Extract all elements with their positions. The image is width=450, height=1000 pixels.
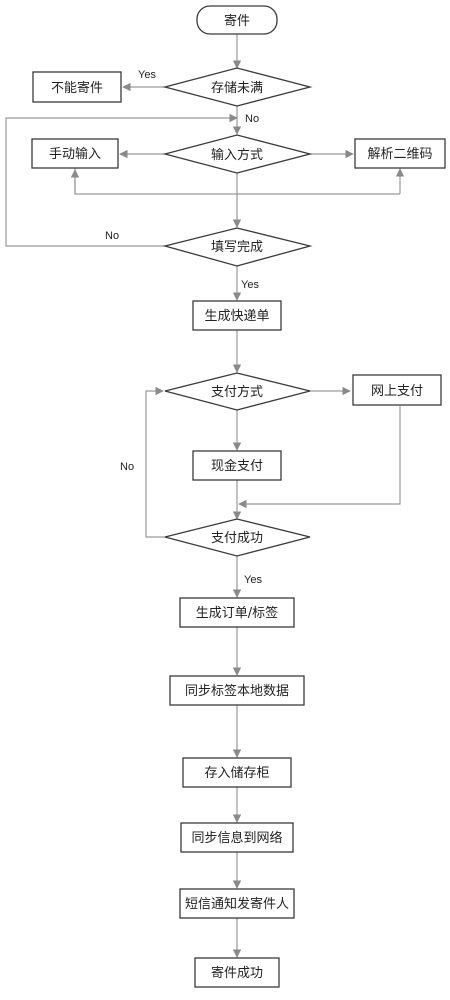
node-store-cabinet: 存入储存柜 bbox=[182, 757, 292, 788]
parse-qr-label: 解析二维码 bbox=[367, 147, 432, 162]
node-send-success: 寄件成功 bbox=[194, 957, 280, 988]
store-cabinet-label: 存入储存柜 bbox=[204, 766, 269, 781]
label-pay-yes: Yes bbox=[244, 574, 262, 586]
cannot-send-label: 不能寄件 bbox=[51, 80, 103, 96]
node-pay-method: 支付方式 bbox=[164, 372, 311, 411]
send-success-label: 寄件成功 bbox=[211, 965, 263, 981]
node-input-method: 输入方式 bbox=[162, 134, 313, 174]
node-storage-check: 存储未满 bbox=[162, 67, 313, 107]
label-fill-yes: Yes bbox=[241, 279, 259, 291]
online-pay-label: 网上支付 bbox=[371, 384, 423, 399]
node-gen-waybill: 生成快递单 bbox=[192, 300, 282, 331]
manual-input-label: 手动输入 bbox=[49, 146, 101, 162]
node-cash-pay: 现金支付 bbox=[192, 450, 282, 481]
node-pay-success: 支付成功 bbox=[164, 518, 311, 557]
label-fill-no: No bbox=[105, 230, 119, 242]
node-online-pay: 网上支付 bbox=[352, 374, 442, 406]
node-parse-qr: 解析二维码 bbox=[354, 138, 446, 169]
node-manual-input: 手动输入 bbox=[31, 138, 119, 169]
connectors bbox=[5, 34, 405, 958]
sync-network-label: 同步信息到网络 bbox=[191, 830, 282, 846]
node-gen-order: 生成订单/标签 bbox=[179, 597, 295, 628]
edge-pay-no-loop bbox=[145, 386, 165, 538]
edge-labels: Yes No No Yes No Yes bbox=[105, 69, 262, 586]
node-start: 寄件 bbox=[196, 5, 278, 35]
edge-fill-no-loop bbox=[5, 113, 238, 247]
fill-done-label: 填写完成 bbox=[211, 240, 263, 255]
node-sync-network: 同步信息到网络 bbox=[180, 822, 294, 853]
gen-waybill-label: 生成快递单 bbox=[204, 309, 269, 324]
label-storage-yes: Yes bbox=[138, 69, 156, 81]
start-label: 寄件 bbox=[224, 13, 250, 29]
sync-label-label: 同步标签本地数据 bbox=[185, 683, 289, 699]
cash-pay-label: 现金支付 bbox=[211, 458, 263, 474]
label-storage-no: No bbox=[245, 113, 259, 125]
node-sync-label: 同步标签本地数据 bbox=[169, 675, 305, 706]
edge-online-to-merge bbox=[238, 406, 401, 509]
sms-notify-label: 短信通知发寄件人 bbox=[185, 896, 289, 912]
label-pay-no: No bbox=[120, 461, 134, 473]
pay-method-label: 支付方式 bbox=[211, 384, 263, 400]
pay-success-label: 支付成功 bbox=[211, 531, 263, 546]
gen-order-label: 生成订单/标签 bbox=[196, 605, 278, 621]
input-method-label: 输入方式 bbox=[211, 147, 263, 163]
node-fill-done: 填写完成 bbox=[162, 227, 313, 267]
storage-check-label: 存储未满 bbox=[211, 81, 263, 96]
node-sms-notify: 短信通知发寄件人 bbox=[179, 888, 295, 919]
node-cannot-send: 不能寄件 bbox=[32, 71, 122, 103]
